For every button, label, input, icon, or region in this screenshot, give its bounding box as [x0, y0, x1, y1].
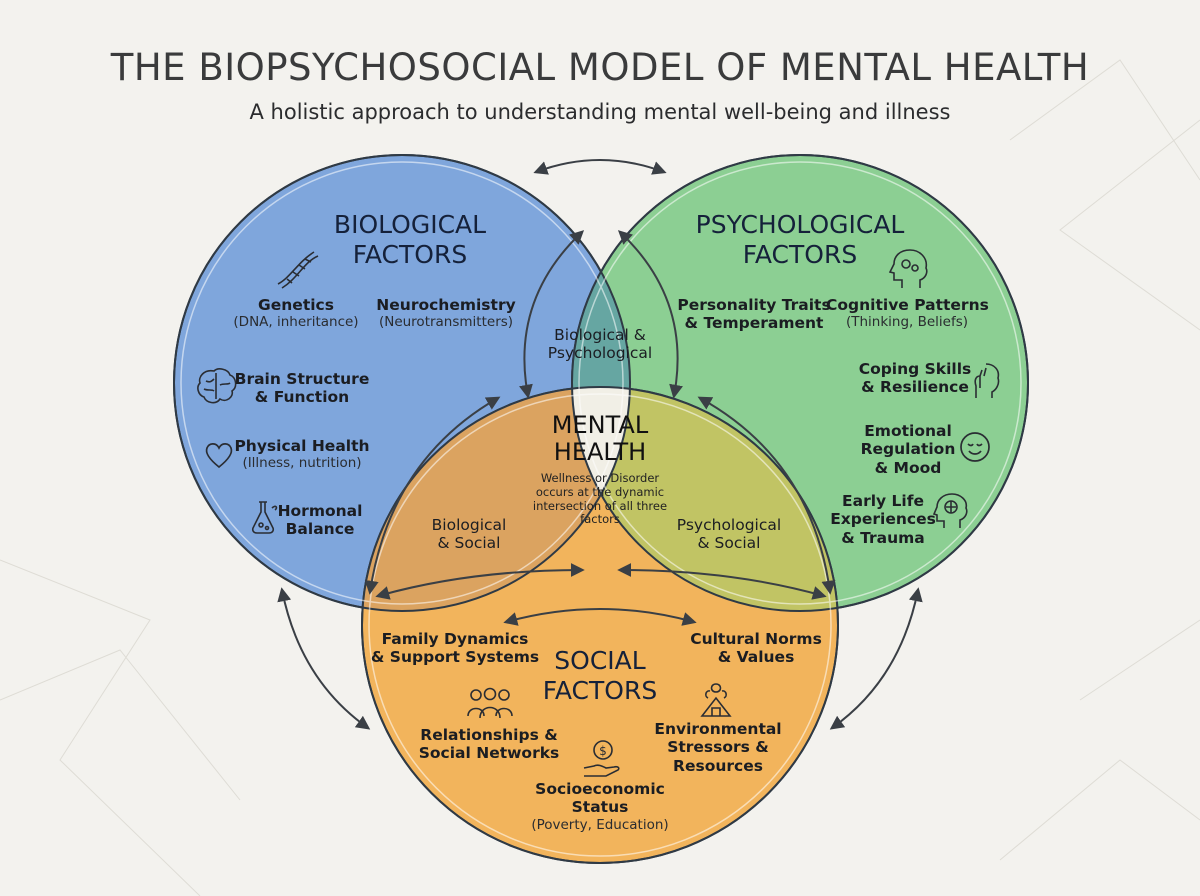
interaction-arrows: [277, 159, 923, 730]
social-heading: SOCIAL FACTORS: [542, 646, 658, 705]
family-dynamics-item: Family Dynamics & Support Systems: [370, 630, 540, 667]
psychological-heading: PSYCHOLOGICAL FACTORS: [695, 210, 905, 269]
mental-health-title: MENTAL HEALTH: [551, 411, 649, 466]
background-lines: [0, 59, 1200, 896]
bio-psych-overlap-label: Biological & Psychological: [547, 326, 653, 363]
hormonal-balance-item: Hormonal Balance: [277, 502, 363, 539]
personality-item: Personality Traits & Temperament: [677, 296, 831, 333]
cultural-norms-item: Cultural Norms & Values: [690, 630, 822, 667]
arrow-psych-social-lower: [617, 563, 827, 600]
dna-icon: [277, 251, 319, 289]
biological-heading: BIOLOGICAL FACTORS: [333, 210, 487, 269]
flask-icon: [251, 501, 278, 534]
arrow-bio-social-lower: [375, 563, 585, 600]
early-life-item: Early Life Experiences & Trauma: [830, 492, 936, 547]
brain-icon: [197, 368, 237, 404]
arrow-right-outer: [829, 587, 923, 730]
page-title: THE BIOPSYCHOSOCIAL MODEL OF MENTAL HEAL…: [110, 46, 1090, 89]
head-gears-icon: [888, 249, 928, 288]
money-hand-icon: $: [583, 740, 620, 777]
bio-social-overlap-label: Biological & Social: [431, 516, 507, 553]
relationships-item: Relationships & Social Networks: [418, 726, 560, 763]
people-icon: [467, 687, 513, 719]
emotional-regulation-item: Emotional Regulation & Mood: [860, 422, 956, 477]
house-tree-icon: [700, 683, 732, 717]
arrow-psych-social-upper: [697, 396, 836, 595]
hand-head-icon: [974, 363, 1000, 398]
svg-text:$: $: [599, 744, 607, 758]
arrow-bio-psych-right: [617, 230, 683, 399]
environmental-item: Environmental Stressors & Resources: [654, 720, 782, 775]
head-brain-icon: [932, 493, 968, 528]
cognitive-patterns-item: Cognitive Patterns (Thinking, Beliefs): [826, 296, 989, 331]
genetics-item: Genetics (DNA, inheritance): [233, 296, 359, 331]
arrow-bio-psych-left: [519, 230, 585, 399]
coping-skills-item: Coping Skills & Resilience: [858, 360, 972, 397]
mental-health-description: Wellness or Disorder occurs at the dynam…: [532, 471, 668, 527]
arrow-left-outer: [277, 587, 371, 730]
arrow-top: [533, 159, 667, 175]
arrow-bio-social-upper: [364, 396, 501, 595]
arrow-social-inner: [503, 608, 697, 626]
brain-structure-item: Brain Structure & Function: [234, 370, 370, 407]
socioeconomic-item: Socioeconomic Status (Poverty, Education…: [531, 780, 669, 833]
physical-health-item: Physical Health (Illness, nutrition): [234, 437, 370, 472]
heart-icon: [205, 443, 233, 469]
neurochemistry-item: Neurochemistry (Neurotransmitters): [376, 296, 516, 331]
page-subtitle: A holistic approach to understanding men…: [249, 100, 951, 124]
calm-face-icon: [960, 432, 990, 462]
psych-social-overlap-label: Psychological & Social: [676, 516, 782, 553]
